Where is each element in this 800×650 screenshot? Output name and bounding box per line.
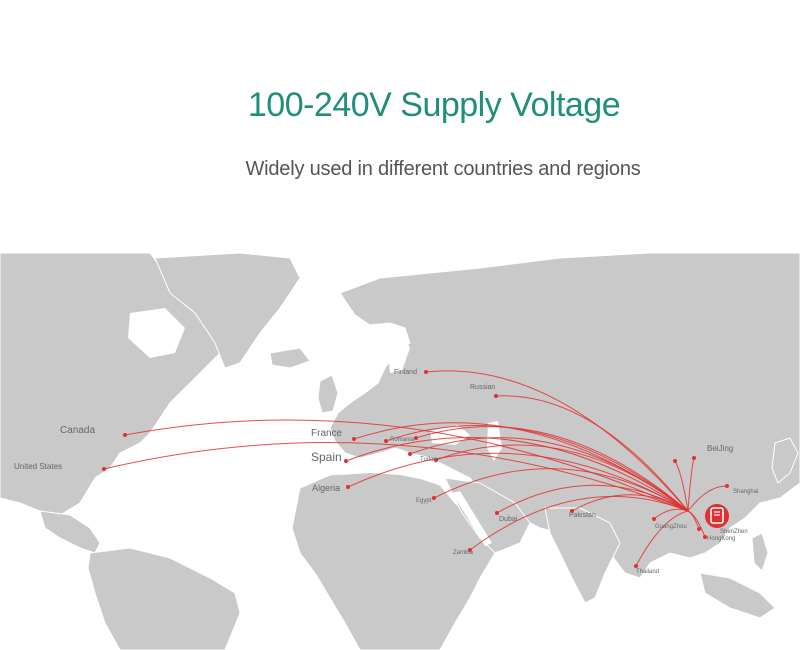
label-turkey: Turkey — [420, 457, 438, 463]
land-philippines — [751, 532, 769, 572]
label-shenzhen: ShenZhen — [720, 529, 748, 535]
label-egypt: Egypt — [416, 498, 432, 504]
marker-shanghai — [725, 484, 729, 488]
marker-romania — [384, 439, 388, 443]
marker-thailand — [634, 564, 638, 568]
route-shenzhen — [687, 510, 700, 530]
label-united-states: United States — [14, 462, 62, 471]
land-arabia — [444, 477, 531, 554]
marker-shenzhen — [697, 527, 701, 531]
route-pakistan — [571, 494, 689, 512]
device-badge-icon — [705, 504, 729, 528]
marker-zambia — [468, 548, 472, 552]
marker-dubai — [495, 511, 499, 515]
land-japan — [771, 437, 799, 484]
label-shanghai: Shanghai — [733, 489, 758, 495]
marker-hongkong — [703, 535, 707, 539]
land-iceland — [269, 347, 311, 369]
page-subtitle: Widely used in different countries and r… — [245, 158, 641, 180]
world-map: Finland Russian Canada United States Fra… — [0, 253, 800, 650]
label-beijing: BeiJing — [707, 444, 733, 453]
marker-finland — [424, 370, 428, 374]
marker-russian — [494, 394, 498, 398]
label-finland: Finland — [394, 369, 417, 376]
route-finland — [425, 370, 689, 512]
land-india — [544, 507, 621, 604]
water-red-sea — [452, 491, 492, 546]
route-russian — [495, 395, 689, 512]
label-romania: Romania — [390, 437, 415, 443]
route-dubai — [496, 484, 689, 514]
location-labels: Finland Russian Canada United States Fra… — [14, 369, 758, 575]
marker-beijing-2 — [673, 459, 677, 463]
route-romania-2 — [415, 426, 689, 512]
land-se-asia-islands — [699, 572, 776, 619]
label-hongkong: HongKong — [707, 536, 735, 542]
label-canada: Canada — [60, 425, 95, 436]
marker-turkey — [434, 458, 438, 462]
land-central-america — [39, 510, 101, 554]
water-caspian — [487, 421, 502, 461]
land-greenland — [154, 253, 301, 369]
label-france: France — [311, 428, 343, 439]
route-lines — [103, 370, 728, 567]
route-shanghai — [687, 485, 728, 512]
route-turkey-2 — [409, 437, 689, 512]
route-beijing — [687, 457, 695, 512]
inland-water — [128, 308, 502, 546]
land-masses — [0, 253, 800, 650]
route-zambia — [469, 496, 689, 551]
water-baltic — [385, 325, 410, 373]
marker-beijing — [692, 456, 696, 460]
marker-egypt — [432, 496, 436, 500]
marker-romania-2 — [414, 436, 418, 440]
label-pakistan: Pakistan — [569, 512, 596, 519]
route-egypt — [433, 468, 689, 512]
world-map-svg: Finland Russian Canada United States Fra… — [0, 253, 800, 650]
route-romania — [385, 425, 689, 512]
label-dubai: Dubai — [499, 516, 518, 523]
route-united-states — [103, 442, 689, 512]
route-thailand — [635, 510, 689, 567]
route-beijing-2 — [674, 460, 689, 512]
label-guangzhou: GuangZhou — [655, 524, 687, 530]
land-uk — [317, 374, 339, 414]
route-canada — [124, 419, 689, 512]
location-markers — [102, 370, 729, 568]
route-guangzhou — [653, 508, 689, 520]
marker-france — [352, 437, 356, 441]
marker-algeria — [346, 485, 350, 489]
marker-canada — [123, 433, 127, 437]
marker-spain — [344, 459, 348, 463]
label-zambia: Zambia — [453, 550, 474, 556]
marker-pakistan — [570, 509, 574, 513]
label-russian: Russian — [470, 384, 495, 391]
label-algeria: Algeria — [312, 483, 340, 493]
land-south-america — [87, 547, 241, 650]
water-mediterranean — [320, 453, 455, 481]
label-spain: Spain — [311, 450, 342, 464]
route-spain — [345, 437, 689, 512]
label-thailand: Thailand — [636, 569, 659, 575]
page-title: 100-240V Supply Voltage — [247, 86, 621, 124]
water-hudson-bay — [128, 308, 185, 358]
marker-united-states — [102, 467, 106, 471]
route-algeria — [347, 452, 689, 512]
marker-turkey-2 — [408, 452, 412, 456]
marker-guangzhou — [652, 517, 656, 521]
